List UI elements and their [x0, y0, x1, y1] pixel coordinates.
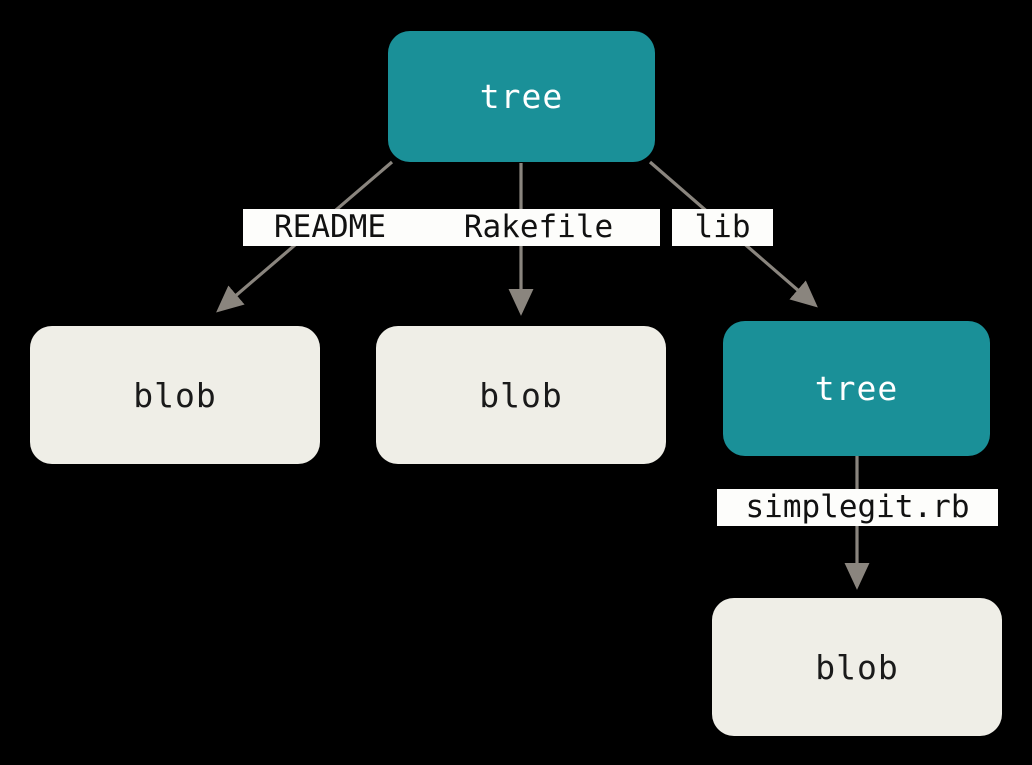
node-label: tree	[479, 77, 564, 116]
node-tree-lib[interactable]: tree	[723, 321, 990, 456]
node-label: tree	[814, 369, 899, 408]
node-tree-root[interactable]: tree	[388, 31, 655, 162]
edge-label-text: Rakefile	[463, 209, 614, 245]
node-blob-simplegit[interactable]: blob	[712, 598, 1002, 736]
edge-label-readme: README	[243, 209, 417, 246]
edge-label-rakefile: Rakefile	[417, 209, 660, 246]
node-blob-rakefile[interactable]: blob	[376, 326, 666, 464]
edge-label-lib: lib	[672, 209, 773, 246]
edge-label-text: simplegit.rb	[745, 489, 970, 525]
node-label: blob	[479, 375, 563, 415]
edge-label-simplegit: simplegit.rb	[717, 489, 998, 526]
node-label: blob	[815, 647, 899, 687]
edge-label-text: README	[274, 209, 386, 245]
node-blob-readme[interactable]: blob	[30, 326, 320, 464]
edge-label-text: lib	[694, 209, 751, 245]
node-label: blob	[133, 375, 217, 415]
